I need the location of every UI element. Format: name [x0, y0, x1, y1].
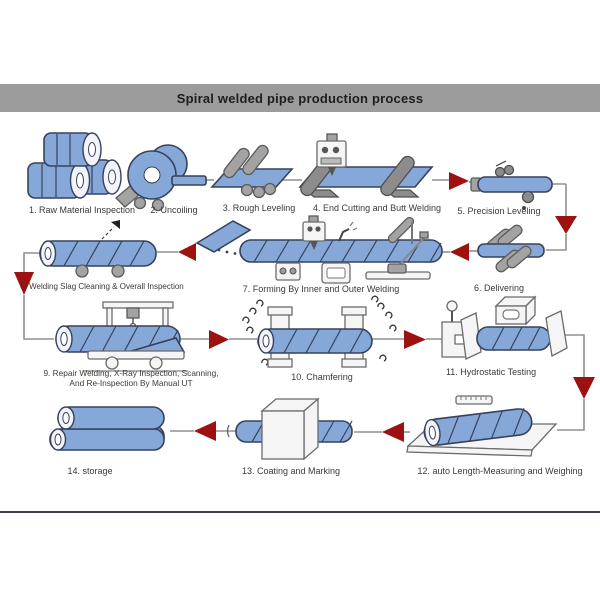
red-arrow-left-icon [178, 243, 196, 261]
step-9-label-line2: And Re-Inspection By Manual UT [69, 378, 193, 388]
red-arrow-right-icon [404, 330, 426, 349]
step-7-label: 7. Forming By Inner and Outer Welding [242, 284, 400, 294]
step-11-label: 11. Hydrostatic Testing [445, 367, 537, 377]
step-2-label: 2. Uncoiling [150, 205, 198, 215]
title-bar: Spiral welded pipe production process [0, 84, 600, 112]
step-8-illustration [39, 220, 157, 278]
step-14-illustration [49, 406, 165, 451]
step-13-label: 13. Coating and Marking [241, 466, 341, 476]
step-2-illustration [115, 144, 207, 212]
step-10-label: 10. Chamfering [291, 372, 353, 382]
step-7-illustration [195, 215, 443, 284]
red-arrow-right-icon [209, 330, 229, 349]
pointer-arrow-icon [111, 220, 120, 229]
red-arrow-left-icon [194, 421, 216, 441]
step-10-illustration [242, 295, 397, 368]
step-6-illustration [477, 224, 545, 273]
step-4-illustration [298, 133, 434, 198]
red-arrow-right-icon [449, 172, 469, 190]
page-title: Spiral welded pipe production process [176, 90, 424, 106]
step-9-illustration [55, 301, 188, 372]
red-arrow-down-icon [14, 272, 34, 295]
red-arrow-down-icon [573, 377, 595, 399]
step-3-label: 3. Rough Leveling [222, 203, 296, 213]
step-6-label: 6. Delivering [473, 283, 525, 293]
step-12-label: 12. auto Length-Measuring and Weighing [417, 466, 583, 476]
step-1-illustration [27, 132, 122, 199]
step-5-illustration [470, 160, 553, 210]
step-12-illustration [406, 395, 558, 457]
step-11-illustration [441, 295, 568, 360]
step-1-label: 1. Raw Material Inspection [28, 205, 136, 215]
bottom-divider [0, 511, 600, 513]
step-13-illustration [226, 397, 353, 461]
step-14-label: 14. storage [67, 466, 113, 476]
step-9-label-line1: 9. Repair Welding, X-Ray Inspection, Sca… [43, 368, 219, 378]
step-3-illustration [210, 144, 294, 199]
red-arrow-left-icon [450, 243, 469, 261]
red-arrow-left-icon [382, 422, 404, 442]
flow-arrows [14, 172, 595, 442]
step-4-label: 4. End Cutting and Butt Welding [313, 203, 441, 213]
step-5-label: 5. Precision Leveling [457, 206, 541, 216]
step-8-label: 8. Welding Slag Cleaning & Overall Inspe… [20, 282, 184, 291]
step-9-label: 9. Repair Welding, X-Ray Inspection, Sca… [43, 368, 218, 388]
red-arrow-down-icon [555, 216, 577, 234]
